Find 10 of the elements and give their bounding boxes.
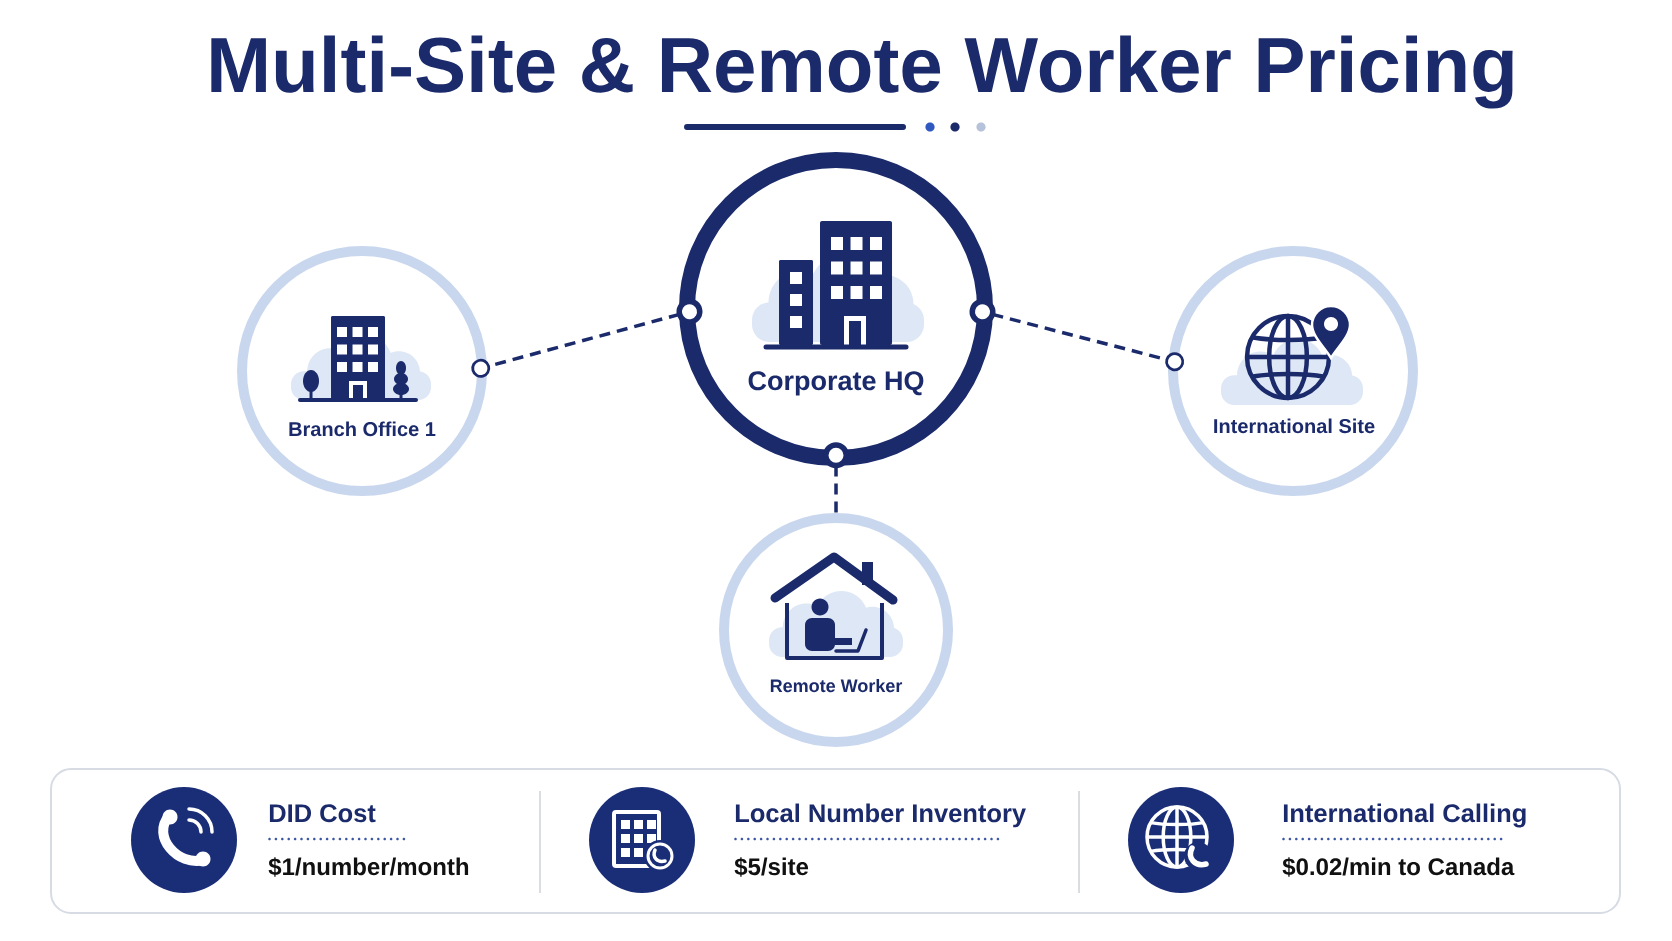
heading: International Calling	[1283, 803, 1526, 828]
heading: Local Number Inventory	[735, 803, 1026, 828]
price-text: $5/site	[734, 857, 809, 877]
dashed-connector	[823, 442, 849, 513]
price-text: $0.02/min to Canada	[1282, 857, 1515, 877]
price-text: $1/number/month	[268, 857, 469, 877]
dashed-connector	[969, 298, 1185, 372]
title: Multi-Site & Remote Worker Pricing	[211, 35, 1513, 109]
dashed-connector	[471, 298, 703, 378]
heading: DID Cost	[269, 804, 376, 823]
